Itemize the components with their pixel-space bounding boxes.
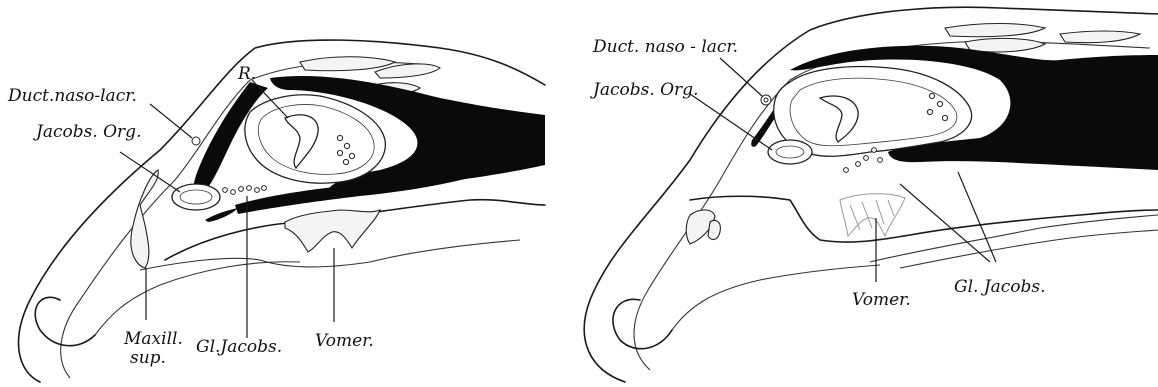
left-section: R. Duct.naso-lacr. Jacobs. Org. Maxill. … (7, 40, 545, 382)
right-nasal-bone-1 (945, 24, 1045, 37)
right-leader-gl-2 (958, 172, 996, 262)
left-vomer (285, 210, 380, 252)
left-label-sup: sup. (130, 348, 166, 368)
right-vomer (840, 194, 905, 236)
left-label-vomer: Vomer. (315, 331, 374, 351)
left-label-maxill: Maxill. (123, 329, 183, 349)
left-lower-lip (35, 297, 95, 345)
right-label-duct: Duct. naso - lacr. (592, 37, 738, 57)
right-label-jacobs-org: Jacobs. Org. (590, 80, 698, 100)
left-label-r: R. (237, 64, 256, 84)
left-jacobson-organ (172, 184, 220, 210)
left-label-jacobs-org: Jacobs. Org. (33, 122, 141, 142)
right-jacobson-organ (768, 140, 812, 164)
right-nasal-bone-2 (965, 38, 1045, 52)
right-floor-line (870, 215, 1158, 262)
right-leader-gl-1 (900, 184, 990, 262)
right-duct-nasolacr-core (764, 98, 768, 102)
left-label-duct: Duct.naso-lacr. (7, 86, 137, 106)
right-palate (690, 196, 1158, 242)
right-label-vomer: Vomer. (852, 290, 911, 310)
left-lower-lip-inner (95, 262, 300, 335)
left-maxilla-bone (131, 170, 158, 268)
right-vomer-hatch (850, 200, 894, 230)
right-label-gl-jacobs: Gl. Jacobs. (954, 277, 1046, 297)
right-leader-duct (720, 58, 762, 96)
left-label-gl-jacobs: Gl.Jacobs. (196, 337, 282, 357)
right-section: Duct. naso - lacr. Jacobs. Org. Vomer. G… (584, 7, 1158, 382)
right-nasal-bone-3 (1060, 31, 1140, 43)
right-floor-line-2 (900, 230, 1158, 268)
left-nasal-bone-1 (300, 57, 395, 71)
left-small-black-bar (205, 208, 238, 222)
right-maxilla-bone-2 (708, 220, 720, 239)
right-lip-inner (672, 265, 880, 330)
left-duct-nasolacr (192, 137, 200, 145)
right-lower-lip (613, 299, 672, 348)
